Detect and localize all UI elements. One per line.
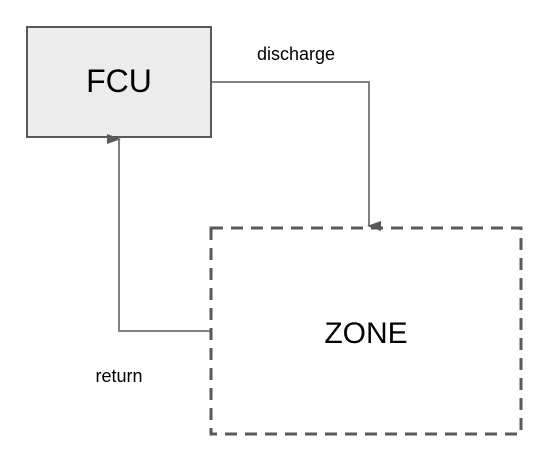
fcu-label: FCU [86,63,152,99]
zone-box [209,226,523,436]
discharge-label: discharge [257,44,335,64]
zone-node: ZONE [209,226,523,436]
zone-label: ZONE [324,317,407,350]
fcu-node: FCU [26,26,212,138]
discharge-edge: discharge [211,44,381,231]
return-edge: return [95,134,211,386]
return-label: return [95,366,142,386]
return-arrow [107,134,211,332]
fcu-box [26,26,212,138]
discharge-arrow [211,81,381,231]
